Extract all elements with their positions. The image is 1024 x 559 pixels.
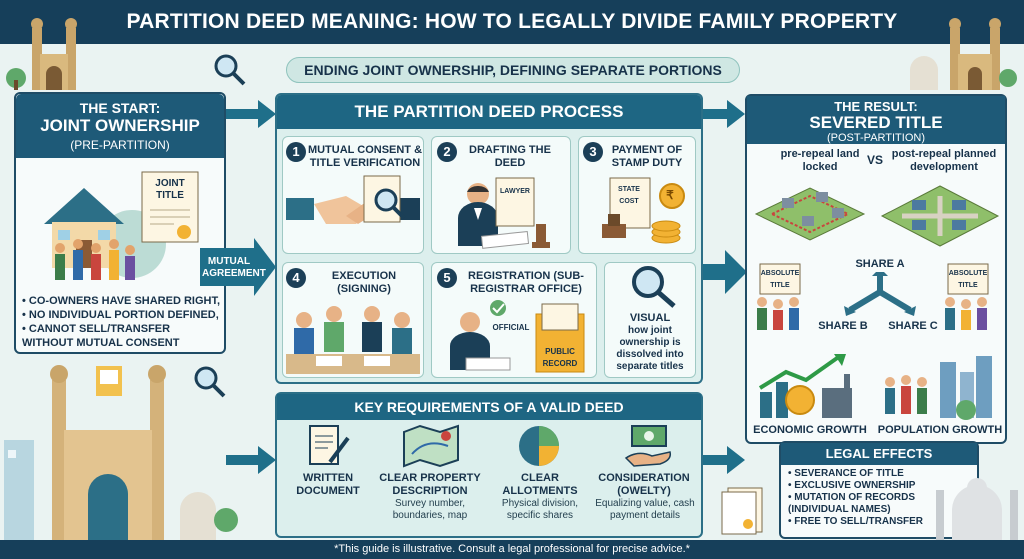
versus-label: VS <box>866 153 883 167</box>
document-stack-icon <box>721 487 763 535</box>
lawyer-tag: LAWYER <box>500 188 530 195</box>
legal-effect-1: SEVERANCE OF TITLE <box>788 468 976 480</box>
visual-description: how joint ownership is dissolved into se… <box>616 325 684 372</box>
legal-effects-list: SEVERANCE OF TITLE EXCLUSIVE OWNERSHIP M… <box>788 468 976 528</box>
req-allotments-label: CLEAR ALLOTMENTS <box>502 472 578 497</box>
result-label: THE RESULT: <box>834 99 918 114</box>
stamp-duty-illustration <box>602 177 685 244</box>
req-property-label: CLEAR PROPERTY DESCRIPTION <box>379 472 481 497</box>
visual-card <box>604 262 696 378</box>
step-5-title: REGISTRATION (SUB-REGISTRAR OFFICE) <box>468 270 584 295</box>
lawyer-illustration <box>458 177 550 249</box>
magnifier-icon <box>194 366 226 398</box>
req-allotments-sub: Physical division, specific shares <box>501 498 579 521</box>
economic-growth-label: ECONOMIC GROWTH <box>753 424 867 436</box>
joint-title-label: JOINT TITLE <box>155 178 185 201</box>
step-number: 1 <box>286 142 306 162</box>
step-number: 2 <box>437 142 457 162</box>
minaret-left-illustration <box>6 18 77 90</box>
population-growth-label: POPULATION GROWTH <box>877 424 1003 436</box>
state-cost-tag: STATE COST <box>618 186 640 205</box>
flow-arrow <box>226 100 276 128</box>
flow-arrow <box>703 250 747 294</box>
result-header: THE RESULT: SEVERED TITLE (POST-PARTITIO… <box>747 96 1005 144</box>
requirements-header: KEY REQUIREMENTS OF A VALID DEED <box>277 394 701 420</box>
start-subheading: (PRE-PARTITION) <box>70 138 170 152</box>
legal-effect-4: FREE TO SELL/TRANSFER <box>788 516 976 528</box>
allotment-pie-icon <box>519 426 559 466</box>
monument-illustration <box>936 478 1018 540</box>
start-bullet-list: CO-OWNERS HAVE SHARED RIGHT, NO INDIVIDU… <box>22 294 222 350</box>
cash-hand-icon <box>624 425 672 467</box>
start-bullet-3: CANNOT SELL/TRANSFER WITHOUT MUTUAL CONS… <box>22 322 222 350</box>
flow-arrow <box>703 446 745 474</box>
rupee-coin-icon: ₹ <box>666 188 674 202</box>
start-label: THE START: <box>79 100 161 116</box>
post-repeal-caption: post-repeal planned development <box>891 148 997 173</box>
mutual-agreement-arrow <box>200 238 276 296</box>
step-4-title: EXECUTION (SIGNING) <box>331 270 397 295</box>
legal-effects-header: LEGAL EFFECTS <box>781 443 977 465</box>
pre-repeal-caption: pre-repeal land locked <box>780 148 860 173</box>
subtitle-banner: ENDING JOINT OWNERSHIP, DEFINING SEPARAT… <box>286 57 740 83</box>
magnifier-icon <box>214 54 246 86</box>
start-header: THE START: JOINT OWNERSHIP (PRE-PARTITIO… <box>16 94 224 158</box>
req-written-label: WRITTEN DOCUMENT <box>296 472 360 497</box>
disclaimer-footer: *This guide is illustrative. Consult a l… <box>0 540 1024 559</box>
step-3-title: PAYMENT OF STAMP DUTY <box>611 144 683 169</box>
req-consideration-label: CONSIDERATION (OWELTY) <box>598 472 690 497</box>
magnifier-icon <box>632 266 676 308</box>
family-house-illustration <box>44 171 199 280</box>
share-a-label: SHARE A <box>855 258 905 270</box>
official-tag: OFFICIAL <box>492 323 530 332</box>
city-landmark-illustration <box>4 365 238 540</box>
document-pen-icon <box>309 425 350 465</box>
req-property-sub: Survey number, boundaries, map <box>392 498 468 521</box>
start-bullet-1: CO-OWNERS HAVE SHARED RIGHT, <box>22 294 222 308</box>
flow-arrow <box>703 100 745 128</box>
flow-arrow <box>226 446 276 474</box>
step-number: 4 <box>286 268 306 288</box>
start-heading: JOINT OWNERSHIP <box>40 116 200 135</box>
split-arrows-icon <box>844 272 916 316</box>
signing-meeting-illustration <box>286 306 420 374</box>
result-subheading: (POST-PARTITION) <box>827 132 925 144</box>
minaret-right-illustration <box>910 18 1017 90</box>
absolute-title-label: ABSOLUTE TITLE <box>948 270 988 289</box>
step-number: 3 <box>583 142 603 162</box>
registration-illustration <box>450 300 585 373</box>
absolute-title-family-left <box>757 263 801 330</box>
map-icon <box>403 424 459 468</box>
economic-growth-icon <box>758 354 852 418</box>
step-number: 5 <box>437 268 457 288</box>
population-growth-icon <box>885 356 992 420</box>
legal-effect-2: EXCLUSIVE OWNERSHIP <box>788 480 976 492</box>
mutual-agreement-label: MUTUAL AGREEMENT <box>202 256 266 279</box>
share-b-label: SHARE B <box>818 320 868 332</box>
public-record-tag: PUBLIC RECORD <box>542 347 578 368</box>
absolute-title-label: ABSOLUTE TITLE <box>760 270 800 289</box>
req-consideration-sub: Equalizing value, cash payment details <box>595 498 695 521</box>
step-2-title: DRAFTING THE DEED <box>469 144 551 169</box>
page-title: PARTITION DEED MEANING: HOW TO LEGALLY D… <box>0 0 1024 44</box>
visual-title: VISUAL <box>629 312 671 324</box>
handshake-icon <box>286 175 420 224</box>
process-header: THE PARTITION DEED PROCESS <box>277 95 701 129</box>
absolute-title-family-right <box>945 263 989 330</box>
share-c-label: SHARE C <box>888 320 938 332</box>
land-comparison-illustration <box>754 185 1000 247</box>
legal-effect-3: MUTATION OF RECORDS (INDIVIDUAL NAMES) <box>788 492 976 516</box>
result-heading: SEVERED TITLE <box>809 113 943 132</box>
start-bullet-2: NO INDIVIDUAL PORTION DEFINED, <box>22 308 222 322</box>
step-1-title: MUTUAL CONSENT & TITLE VERIFICATION <box>307 144 423 169</box>
